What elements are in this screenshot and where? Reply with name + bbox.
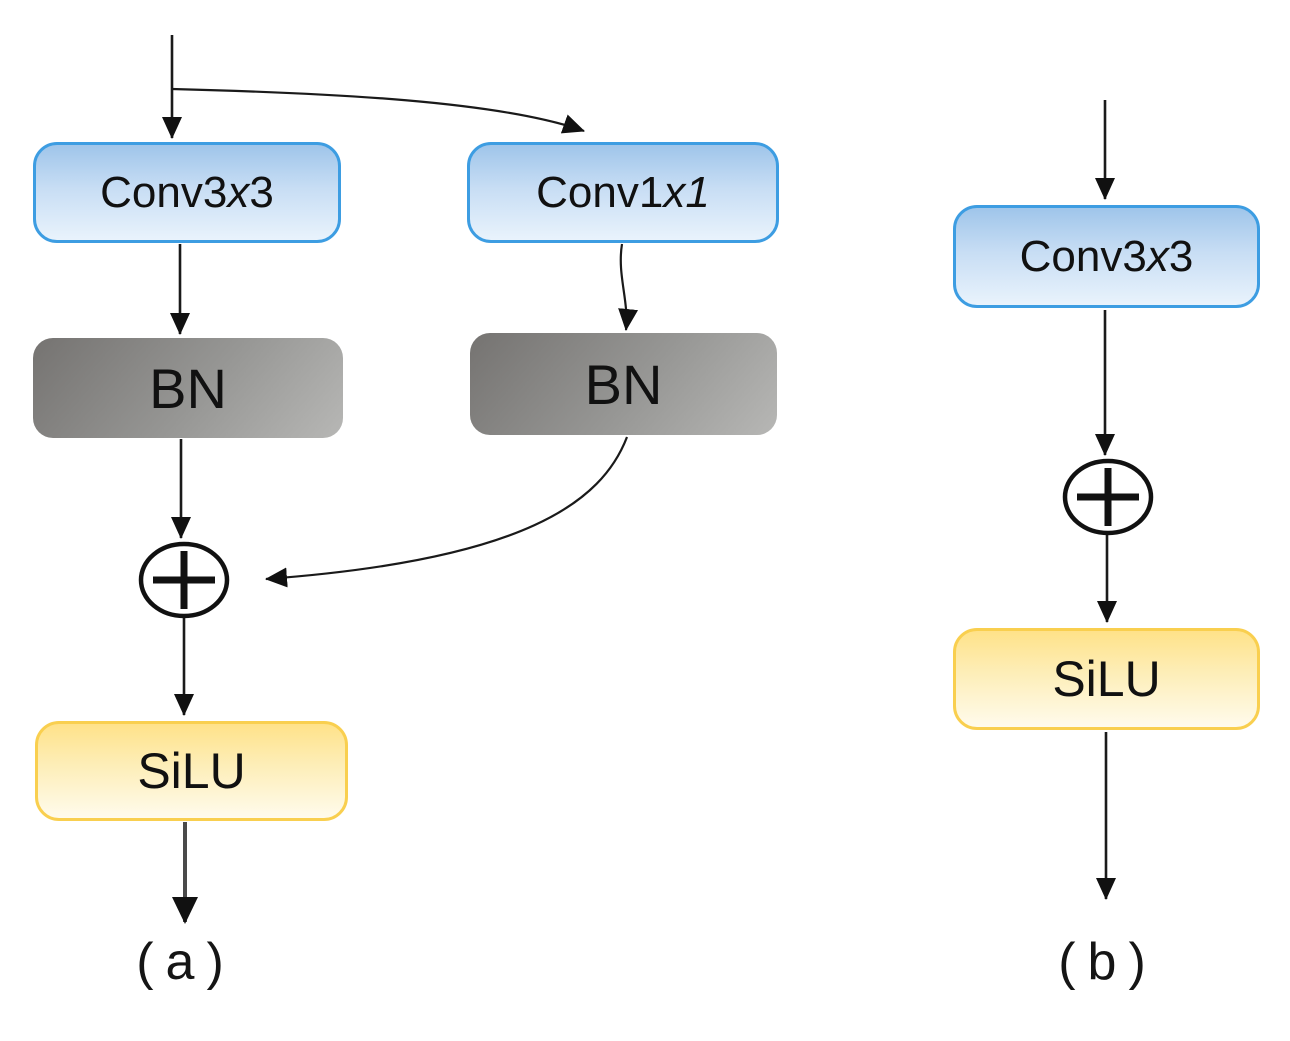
node-silu-a: SiLU	[35, 721, 348, 821]
node-conv3x3-b-label: Conv3x3	[1019, 231, 1194, 281]
node-bn-right-a-label: BN	[584, 352, 663, 416]
figure-label-b: (b)	[1058, 933, 1158, 991]
arrow-branch-to-conv1x1	[171, 87, 585, 134]
node-conv3x3-a-label: Conv3x3	[100, 167, 274, 217]
node-bn-left-a-label: BN	[149, 356, 227, 420]
node-silu-a-label: SiLU	[137, 743, 246, 799]
figure-label-a: (a)	[136, 933, 236, 991]
arrow-conv1x1-to-bn	[618, 243, 639, 331]
node-silu-b-label: SiLU	[1052, 651, 1161, 707]
add-icon-b	[1062, 458, 1154, 536]
node-silu-b: SiLU	[953, 628, 1260, 730]
node-bn-right-a: BN	[470, 333, 777, 435]
node-conv3x3-a: Conv3x3	[33, 142, 341, 243]
arrow-bnright-to-add	[265, 436, 629, 588]
node-conv1x1-a-label: Conv1x1	[536, 167, 710, 217]
node-conv3x3-b: Conv3x3	[953, 205, 1260, 308]
add-icon-a	[138, 541, 230, 619]
node-conv1x1-a: Conv1x1	[467, 142, 779, 243]
node-bn-left-a: BN	[33, 338, 343, 438]
